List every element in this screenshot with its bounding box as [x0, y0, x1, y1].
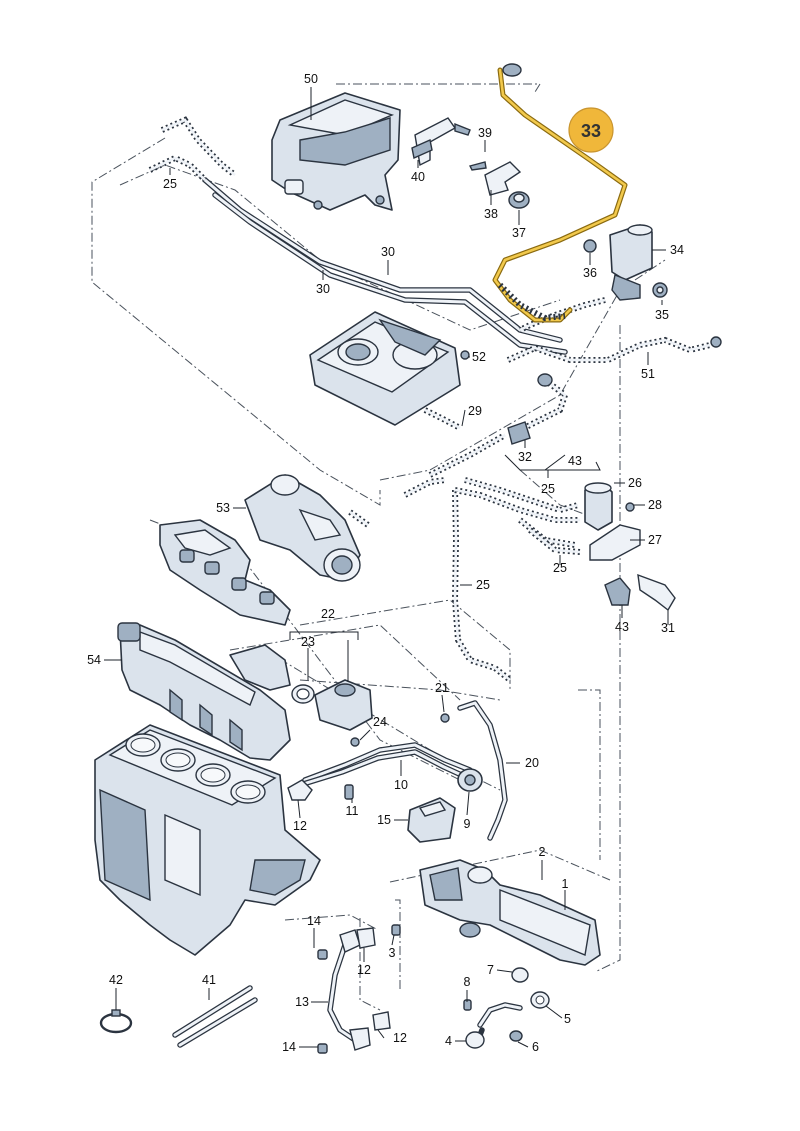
- label-26: 26: [628, 476, 642, 490]
- turbo-hose-stub: [348, 509, 370, 528]
- label-25-vertical: 25: [476, 578, 490, 592]
- intake-manifold: [117, 622, 291, 761]
- label-53: 53: [216, 501, 230, 515]
- label-42: 42: [109, 973, 123, 987]
- label-28: 28: [648, 498, 662, 512]
- label-35: 35: [655, 308, 669, 322]
- bolt-14: [317, 949, 328, 1054]
- label-12-middle: 12: [357, 963, 371, 977]
- label-15: 15: [377, 813, 391, 827]
- label-13: 13: [295, 995, 309, 1009]
- highlighted-vacuum-hose-33: [492, 63, 628, 323]
- cable-tie-41: [172, 985, 258, 1048]
- label-51: 51: [641, 367, 655, 381]
- egr-valve: [291, 679, 373, 747]
- label-34: 34: [670, 243, 684, 257]
- label-14-lower: 14: [282, 1040, 296, 1054]
- label-21: 21: [435, 681, 449, 695]
- label-32: 32: [518, 450, 532, 464]
- hose-tee-32: [403, 421, 531, 498]
- label-23: 23: [301, 635, 315, 649]
- bolt-3: [391, 924, 401, 936]
- engine-block: [94, 724, 321, 956]
- label-24: 24: [373, 715, 387, 729]
- badge-label-33: 33: [581, 121, 601, 141]
- line-20: [440, 700, 508, 841]
- label-31: 31: [661, 621, 675, 635]
- label-10: 10: [394, 778, 408, 792]
- label-36: 36: [583, 266, 597, 280]
- label-11: 11: [346, 804, 359, 818]
- highlight-badge-33: 33: [568, 107, 614, 153]
- egr-pipe-10: [297, 742, 473, 788]
- label-54: 54: [87, 653, 101, 667]
- label-41: 41: [202, 973, 216, 987]
- label-52: 52: [472, 350, 486, 364]
- label-50: 50: [304, 72, 318, 86]
- turbocharger: [159, 474, 361, 626]
- gasket-5: [530, 991, 550, 1009]
- cylinder-head-cover: [309, 311, 470, 426]
- label-30-lower: 30: [316, 282, 330, 296]
- clamp-42: [99, 1009, 133, 1034]
- vacuum-reservoir: [584, 482, 613, 531]
- bracket-15: [407, 797, 456, 843]
- label-5: 5: [564, 1012, 571, 1026]
- label-37: 37: [512, 226, 526, 240]
- hose-25-right: [454, 477, 581, 555]
- label-6: 6: [532, 1040, 539, 1054]
- label-43-upper: 43: [568, 454, 582, 468]
- label-1: 1: [562, 877, 569, 891]
- label-12-left: 12: [293, 819, 307, 833]
- bolt-11: [344, 784, 354, 800]
- label-22: 22: [321, 607, 335, 621]
- hose-51: [506, 336, 722, 363]
- label-12-lower: 12: [393, 1031, 407, 1045]
- label-14-upper: 14: [307, 914, 321, 928]
- small-bracket: [468, 161, 530, 209]
- holder-bracket-27: [589, 502, 641, 561]
- label-27: 27: [648, 533, 662, 547]
- pipe-13: [327, 929, 371, 1051]
- label-4: 4: [445, 1034, 452, 1048]
- label-29: 29: [468, 404, 482, 418]
- gasket-12-lower: [356, 927, 391, 1031]
- clip-43: [604, 577, 631, 606]
- pressure-converter-valve: [583, 224, 668, 301]
- label-20: 20: [525, 756, 539, 770]
- nut-6: [509, 1030, 523, 1042]
- label-7: 7: [487, 963, 494, 977]
- label-8: 8: [464, 975, 471, 989]
- label-9: 9: [464, 817, 471, 831]
- leader-lines: [104, 87, 669, 1048]
- label-39: 39: [478, 126, 492, 140]
- label-25-middle: 25: [541, 482, 555, 496]
- air-filter-housing: [271, 92, 401, 211]
- label-25-top: 25: [163, 177, 177, 191]
- label-40: 40: [411, 170, 425, 184]
- mounting-bracket: [411, 117, 471, 167]
- label-38: 38: [484, 207, 498, 221]
- clip-31: [637, 573, 676, 612]
- part-number-labels: 50 39 40 38 37 36 34 35 25 30 30 52 51 2…: [87, 72, 684, 1054]
- label-43-lower: 43: [615, 620, 629, 634]
- label-25-right: 25: [553, 561, 567, 575]
- gasket-12-left: [287, 779, 313, 801]
- pipe-4: [465, 1002, 523, 1049]
- gasket-7: [511, 967, 529, 983]
- label-3: 3: [389, 946, 396, 960]
- hose-25-vertical: [451, 489, 512, 683]
- hose-25-top: [148, 116, 237, 183]
- pipe-flange-9: [457, 768, 483, 792]
- label-30-upper: 30: [381, 245, 395, 259]
- egr-cooler: [419, 859, 601, 966]
- part-29-hose: [423, 407, 462, 431]
- label-2: 2: [539, 845, 546, 859]
